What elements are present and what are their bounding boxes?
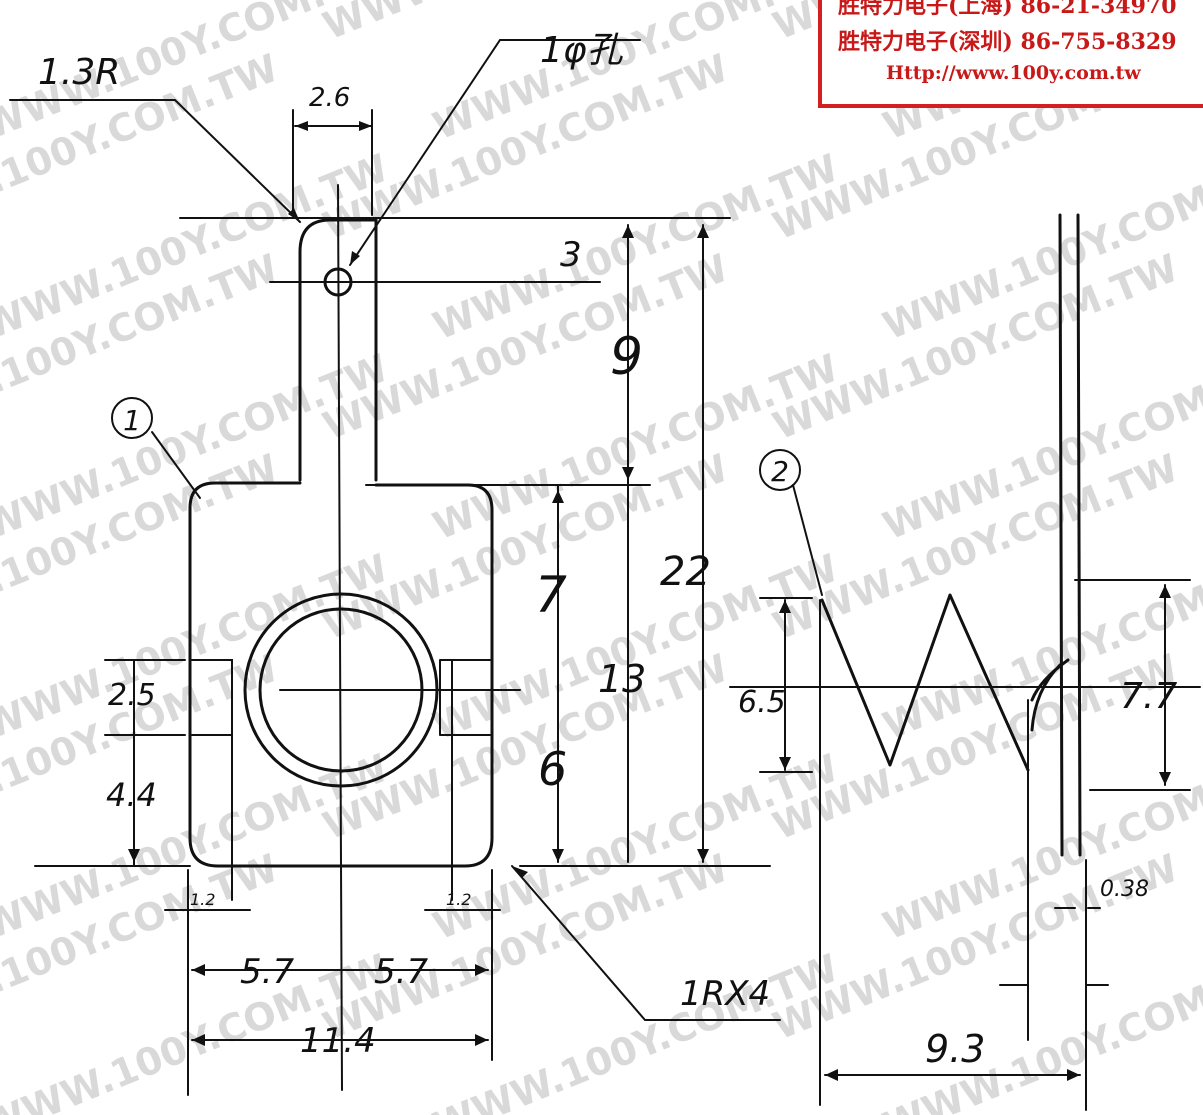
stamp-line-shanghai: 胜特力电子(上海) 86-21-34970 [838,0,1177,19]
company-stamp: 胜特力电子(上海) 86-21-34970 胜特力电子(深圳) 86-755-8… [818,0,1203,108]
label-body-height: 13 [598,657,646,701]
label-bottom-corners: 1RX4 [680,974,770,1014]
part1-callout-number: 1 [123,404,141,437]
left-tab [191,659,233,901]
stamp-line-shenzhen: 胜特力电子(深圳) 86-755-8329 [838,29,1177,55]
neck-outline [298,218,378,482]
label-upper-body: 7 [535,566,567,624]
label-corner-radius: 1.3R [38,52,120,93]
label-half-width-left: 5.7 [240,952,294,992]
callout-circle-2 [759,449,801,491]
label-hook-height: 7.7 [1120,676,1177,717]
part2-callout-number: 2 [771,455,789,488]
label-width: 9.3 [925,1027,985,1071]
part1-dimension-lines [9,39,781,1096]
label-neck-width: 2.6 [309,83,350,113]
label-tab-height: 2.5 [108,678,156,713]
spring-hook [1030,658,1070,732]
part1-outline [188,184,521,1091]
callout-circle-1 [111,397,153,439]
label-spring-height: 6.5 [738,685,786,720]
label-tab-offset: 4.4 [106,776,157,814]
label-body-width: 11.4 [300,1021,376,1061]
right-tab [439,659,491,901]
label-top-to-hole: 3 [560,235,582,275]
label-half-width-right: 5.7 [374,952,428,992]
spring-back-left [1058,213,1064,857]
labels: 1 2 1.3R 1φ孔 2.6 3 9 22 7 13 6 2.5 4.4 1… [38,30,1177,1071]
label-total-height: 22 [660,549,711,595]
label-neck-length: 9 [610,327,643,387]
arrowheads [128,121,1171,1081]
stamp-url: Http://www.100y.com.tw [886,62,1141,84]
vertical-centerline [337,184,343,1091]
part2-outline [729,213,1201,857]
label-thickness: 0.38 [1100,877,1149,902]
label-tab-width-left: 1.2 [190,890,215,909]
spring-zigzag [820,593,1030,772]
part2-dimension-lines [759,484,1191,1111]
label-tab-width-right: 1.2 [446,890,471,909]
label-lower-body: 6 [538,742,567,796]
label-hole: 1φ孔 [540,30,624,71]
spring-back-right [1076,213,1082,857]
